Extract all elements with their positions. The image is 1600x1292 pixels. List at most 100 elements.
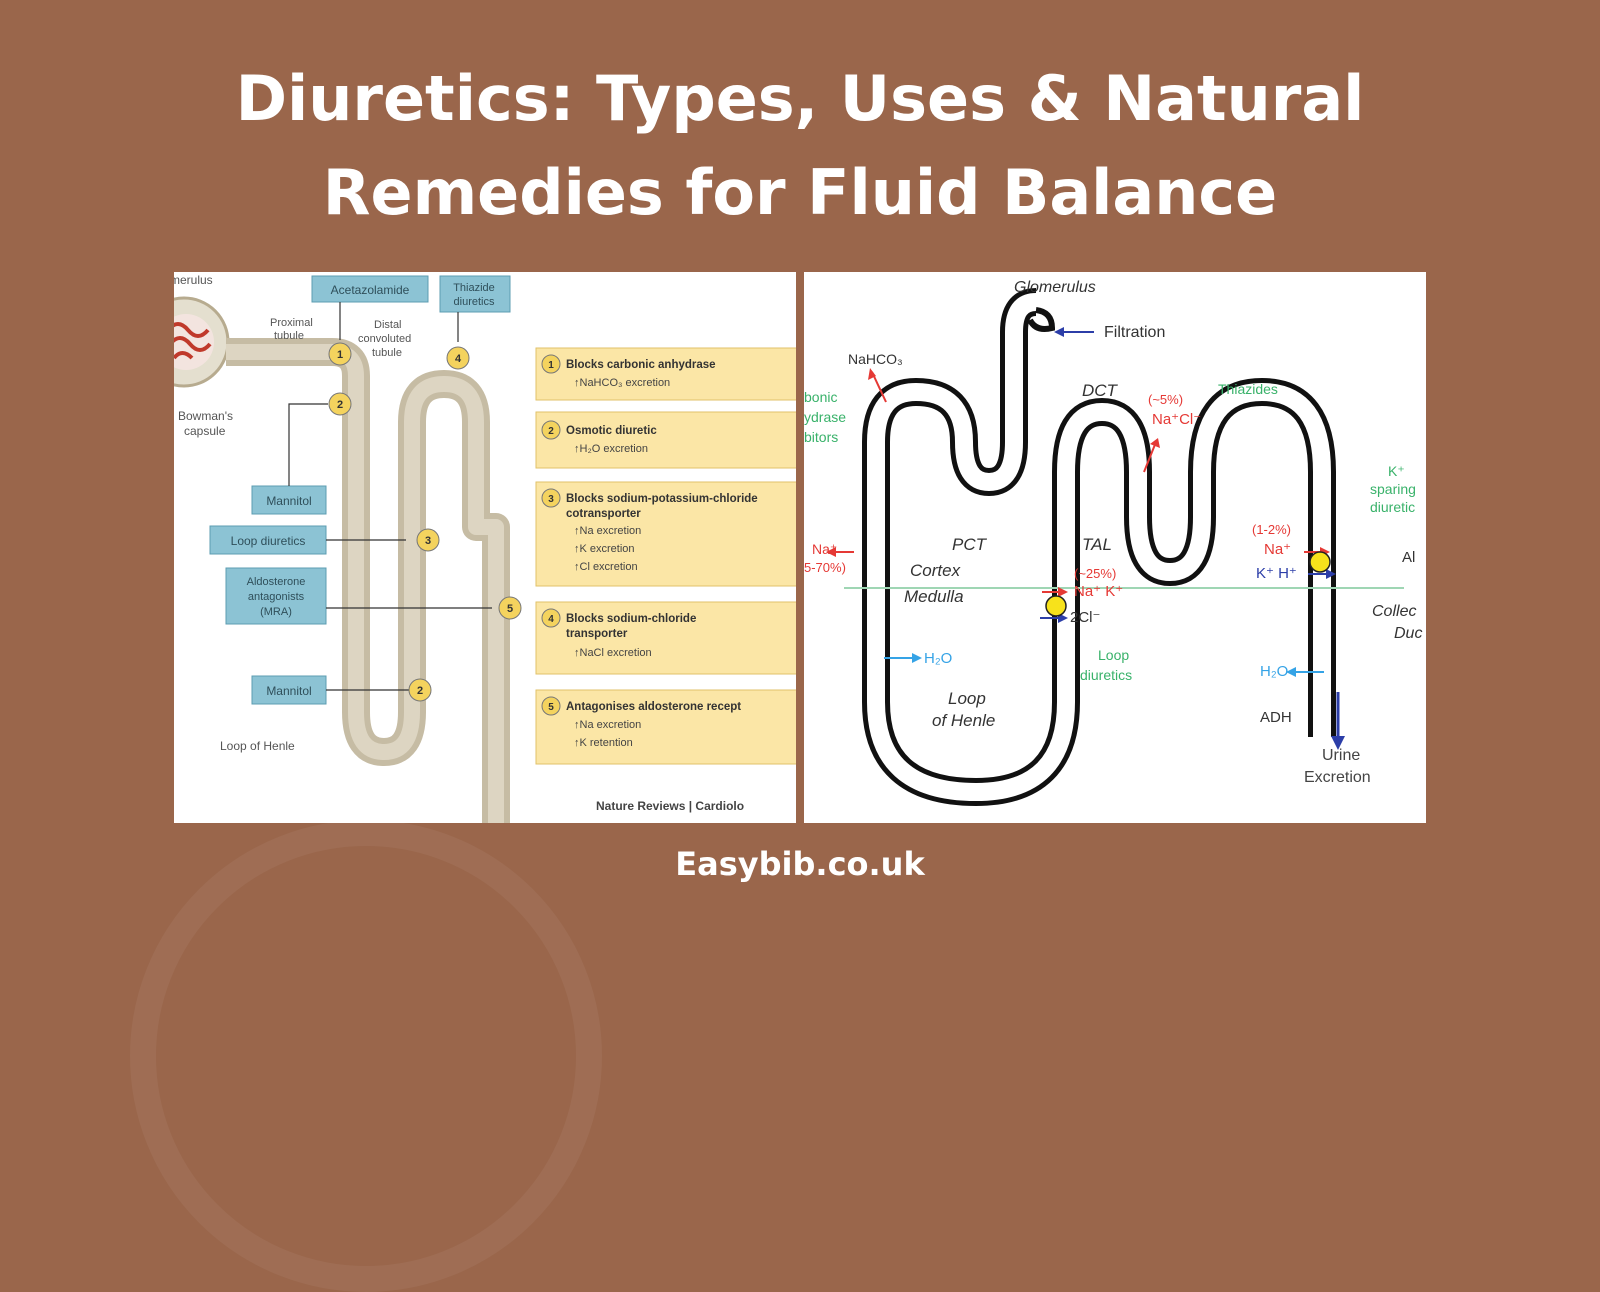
- cd-na-label: Na⁺: [1264, 541, 1291, 558]
- medulla-label: Medulla: [904, 587, 964, 606]
- collecting-label-2: Duc: [1394, 625, 1422, 642]
- mechanism-5: 5 Antagonises aldosterone recept ↑Na exc…: [535, 689, 796, 765]
- urine-label-1: Urine: [1322, 747, 1360, 764]
- loop-label-1: Loop: [948, 689, 986, 708]
- site-marker-3: 3: [416, 528, 440, 552]
- dct-nacl: Na⁺Cl⁻: [1152, 411, 1201, 428]
- mechanism-2: 2 Osmotic diuretic ↑H₂O excretion: [535, 411, 796, 469]
- drug-box-mannitol-bottom: Mannitol: [251, 675, 327, 705]
- carbonic-label-2: ydrase: [804, 409, 846, 425]
- title-line-2: Remedies for Fluid Balance: [322, 156, 1278, 229]
- page-title: Diuretics: Types, Uses & Natural Remedie…: [0, 52, 1600, 240]
- svg-text:↑K excretion: ↑K excretion: [574, 543, 635, 555]
- aldosterone-label: Al: [1402, 549, 1415, 566]
- svg-text:↑NaCl excretion: ↑NaCl excretion: [574, 647, 652, 659]
- pct-na-label: Na⁺: [812, 541, 837, 557]
- aldo-label-1: Aldosterone: [247, 576, 306, 588]
- drug-box-aldosterone: Aldosterone antagonists (MRA): [225, 567, 327, 625]
- bowman-label-1: Bowman's: [178, 409, 233, 423]
- nephron-drug-sites-diagram: merulus Proximal tubule Distal convolute…: [174, 272, 796, 823]
- svg-text:4: 4: [548, 614, 554, 625]
- thiazide-label-1: Thiazide: [453, 282, 495, 294]
- svg-text:3: 3: [425, 535, 431, 547]
- loop-label-2: of Henle: [932, 711, 995, 730]
- title-line-1: Diuretics: Types, Uses & Natural: [235, 62, 1365, 135]
- pct-label: PCT: [952, 535, 988, 554]
- dct-label: DCT: [1082, 381, 1119, 400]
- svg-text:1: 1: [548, 360, 554, 371]
- carbonic-label-1: bonic: [804, 389, 837, 405]
- urine-label-2: Excretion: [1304, 769, 1371, 786]
- k-sparing-label-1: K⁺: [1388, 463, 1405, 479]
- glomerulus-label: merulus: [174, 273, 213, 287]
- svg-text:Blocks sodium-chloride: Blocks sodium-chloride: [566, 613, 696, 625]
- arrow-heads: [826, 327, 1345, 750]
- tubule-label: tubule: [274, 330, 304, 342]
- filtration-label: Filtration: [1104, 324, 1165, 341]
- distal-label-1: Distal: [374, 319, 402, 331]
- h2o-right-label: H₂O: [1260, 663, 1288, 680]
- cd-k-h-label: K⁺ H⁺: [1256, 565, 1297, 582]
- loop-of-henle-label: Loop of Henle: [220, 739, 295, 753]
- site-marker-4: 4: [446, 346, 470, 370]
- site-marker-5: 5: [498, 596, 522, 620]
- nahco3-label: NaHCO₃: [848, 351, 903, 367]
- aldo-label-3: (MRA): [260, 606, 292, 618]
- drug-box-acetazolamide: Acetazolamide: [311, 275, 429, 303]
- glomerulus-cup: [1027, 307, 1056, 332]
- svg-text:↑NaHCO₃ excretion: ↑NaHCO₃ excretion: [574, 377, 670, 389]
- svg-text:3: 3: [548, 494, 554, 505]
- site-marker-1: 1: [328, 342, 352, 366]
- carbonic-label-3: bitors: [804, 429, 838, 445]
- svg-text:5: 5: [507, 603, 513, 615]
- nephron-transport-diagram: Glomerulus Filtration NaHCO₃ bonic ydras…: [804, 272, 1426, 823]
- mannitol-top-label: Mannitol: [266, 494, 311, 508]
- cd-percent: (1-2%): [1252, 522, 1291, 537]
- nephron-tubule-lumen: [226, 344, 504, 823]
- k-sparing-label-2: sparing: [1370, 481, 1416, 497]
- source-caption: Nature Reviews | Cardiolo: [596, 799, 744, 813]
- site-footer: Easybib.co.uk: [675, 845, 925, 883]
- glomerulus-capillaries: [174, 322, 212, 360]
- svg-text:2: 2: [417, 685, 423, 697]
- svg-text:↑Na excretion: ↑Na excretion: [574, 525, 641, 537]
- dct-percent: (~5%): [1148, 392, 1183, 407]
- svg-text:↑Na excretion: ↑Na excretion: [574, 719, 641, 731]
- svg-text:2: 2: [337, 399, 343, 411]
- svg-text:↑Cl excretion: ↑Cl excretion: [574, 561, 638, 573]
- drug-box-thiazide: Thiazide diuretics: [439, 275, 511, 313]
- tal-2cl: 2Cl⁻: [1070, 609, 1100, 626]
- proximal-label: Proximal: [270, 317, 313, 329]
- acetazolamide-label: Acetazolamide: [331, 283, 410, 297]
- cd-transporter: [1309, 551, 1331, 573]
- tal-transporter: [1045, 595, 1067, 617]
- collecting-label-1: Collec: [1372, 603, 1416, 620]
- svg-text:Blocks carbonic anhydrase: Blocks carbonic anhydrase: [566, 359, 716, 371]
- svg-text:Osmotic diuretic: Osmotic diuretic: [566, 425, 657, 437]
- mechanism-4: 4 Blocks sodium-chloride transporter ↑Na…: [535, 601, 796, 675]
- svg-text:transporter: transporter: [566, 628, 628, 640]
- svg-text:↑K retention: ↑K retention: [574, 737, 633, 749]
- bowman-label-2: capsule: [184, 424, 226, 438]
- adh-label: ADH: [1260, 709, 1292, 726]
- mechanism-3: 3 Blocks sodium-potassium-chloride cotra…: [535, 481, 796, 587]
- h2o-left-label: H₂O: [924, 650, 952, 667]
- loop-diuretics-label: Loop diuretics: [231, 534, 306, 548]
- k-sparing-label-3: diuretic: [1370, 499, 1415, 515]
- svg-text:5: 5: [548, 702, 554, 713]
- site-marker-2-upper: 2: [328, 392, 352, 416]
- svg-text:Blocks sodium-potassium-chlori: Blocks sodium-potassium-chloride: [566, 493, 758, 505]
- cortex-label: Cortex: [910, 561, 961, 580]
- svg-text:Antagonises aldosterone recept: Antagonises aldosterone recept: [566, 701, 741, 713]
- svg-text:2: 2: [548, 426, 554, 437]
- left-diagram-svg: merulus Proximal tubule Distal convolute…: [174, 273, 796, 823]
- nephron-lumen: [867, 293, 1331, 801]
- pct-percent: 5-70%): [804, 560, 846, 575]
- thiazide-label-2: diuretics: [454, 296, 495, 308]
- drug-box-mannitol-top: Mannitol: [251, 485, 327, 515]
- drug-box-loop-diuretics: Loop diuretics: [209, 525, 327, 555]
- loop-diuretics-label-2: diuretics: [1080, 667, 1132, 683]
- svg-text:cotransporter: cotransporter: [566, 508, 641, 520]
- loop-diuretics-label-1: Loop: [1098, 647, 1129, 663]
- aldo-label-2: antagonists: [248, 591, 305, 603]
